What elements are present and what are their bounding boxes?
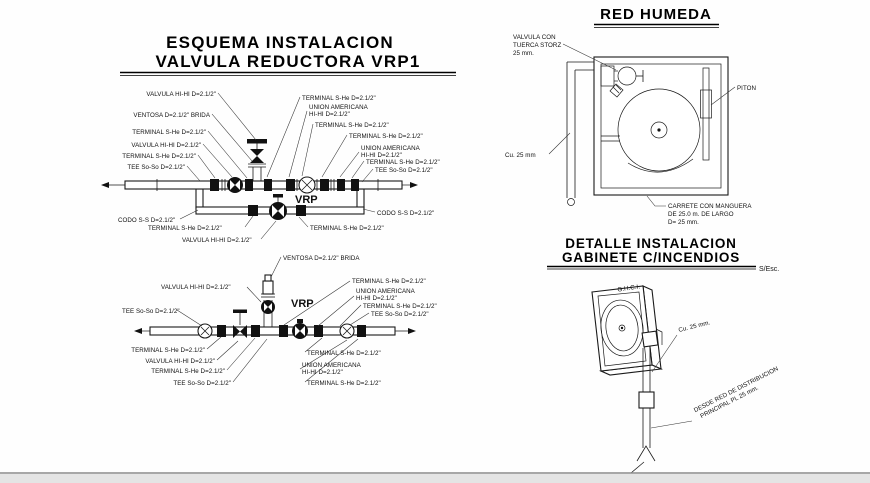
ventosa-stack: [247, 139, 267, 181]
piton-nozzle: [700, 67, 712, 161]
label-union: UNION AMERICANA: [356, 288, 416, 295]
label-terminal: TERMINAL S-He D=2.1/2": [132, 129, 206, 136]
detalle-title-line2: GABINETE C/INCENDIOS: [562, 250, 740, 265]
label-valvula: VALVULA HI-HI D=2.1/2": [182, 237, 252, 244]
label-piton: PITON: [737, 85, 756, 92]
label-terminal: TERMINAL S-He D=2.1/2": [352, 278, 426, 285]
label-tee: TEE So-So D=2.1/2": [122, 308, 180, 315]
label-union: UNION AMERICANA: [302, 362, 362, 369]
label-union2: HI-HI D=2.1/2": [356, 295, 397, 302]
label-union2: HI-HI D=2.1/2": [309, 111, 350, 118]
gate-valve-symbol: [233, 309, 247, 338]
window-bottom-edge: [0, 472, 870, 483]
label-terminal: TERMINAL S-He D=2.1/2": [315, 122, 389, 129]
esquema-title: ESQUEMA INSTALACION VALVULA REDUCTORA VR…: [120, 33, 456, 76]
cabinet-outlet-pipe: [630, 328, 663, 474]
label-valvula-storz3: 25 mm.: [513, 50, 534, 57]
label-terminal: TERMINAL S-He D=2.1/2": [307, 350, 381, 357]
label-terminal: TERMINAL S-He D=2.1/2": [148, 225, 222, 232]
label-valvula-storz2: TUERCA STORZ: [513, 42, 561, 49]
label-cu-25: Cu. 25 mm: [505, 152, 536, 159]
esquema-lower-schematic: VENTOSA D=2.1/2" BRIDA VALVULA HI-HI D=2…: [122, 255, 437, 387]
detalle-leaders: [650, 334, 693, 429]
supply-pipe: [566, 61, 594, 206]
detalle-section: DETALLE INSTALACION GABINETE C/INCENDIOS…: [547, 236, 780, 474]
flow-arrow-left-icon: [134, 328, 142, 334]
label-terminal: TERMINAL S-He D=2.1/2": [122, 153, 196, 160]
label-terminal: TERMINAL S-He D=2.1/2": [349, 133, 423, 140]
label-valvula: VALVULA HI-HI D=2.1/2": [161, 284, 231, 291]
label-codo: CODO S-S D=2.1/2": [377, 210, 434, 217]
ventosa-stack: [261, 274, 275, 327]
label-desde-red: DESDE RED DE DISTRIBUCION PRINCIPAL PL 2…: [693, 365, 780, 420]
hose-reel: [601, 88, 701, 173]
label-terminal: TERMINAL S-He D=2.1/2": [131, 347, 205, 354]
upper-leader-lines: [179, 92, 376, 240]
red-humeda-title: RED HUMEDA: [600, 6, 712, 23]
label-tee: TEE So-So D=2.1/2": [375, 167, 433, 174]
label-terminal: TERMINAL S-He D=2.1/2": [302, 95, 376, 102]
label-carrete: CARRETE CON MANGUERA: [668, 203, 752, 210]
label-valvula: VALVULA HI-HI D=2.1/2": [146, 91, 216, 98]
label-cu-25: Cu. 25 mm.: [678, 319, 711, 334]
label-tee: TEE So-So D=2.1/2": [127, 164, 185, 171]
label-escala: S/Esc.: [759, 266, 779, 273]
label-tee: TEE So-So D=2.1/2": [371, 311, 429, 318]
label-carrete3: D= 25 mm.: [668, 219, 699, 226]
isometric-cabinet: G.H.C.I.: [591, 283, 664, 376]
label-ventosa: VENTOSA D=2.1/2" BRIDA: [133, 112, 210, 119]
esquema-title-line2: VALVULA REDUCTORA VRP1: [155, 52, 420, 71]
label-terminal: TERMINAL S-He D=2.1/2": [366, 159, 440, 166]
esquema-upper-schematic: VALVULA HI-HI D=2.1/2" VENTOSA D=2.1/2" …: [101, 91, 440, 244]
label-desde-line1: DESDE RED DE DISTRIBUCION: [693, 365, 780, 414]
label-vrp: VRP: [295, 194, 318, 206]
flow-arrow-up-icon: [636, 445, 656, 462]
red-humeda-section: RED HUMEDA: [505, 6, 756, 226]
label-union: UNION AMERICANA: [361, 145, 421, 152]
esquema-title-line1: ESQUEMA INSTALACION: [166, 33, 394, 52]
lower-leader-lines: [176, 256, 370, 383]
label-valvula: VALVULA HI-HI D=2.1/2": [145, 358, 215, 365]
bottom-bar: [0, 474, 870, 483]
label-codo: CODO S-S D=2.1/2": [118, 217, 175, 224]
label-terminal: TERMINAL S-He D=2.1/2": [363, 303, 437, 310]
label-tee: TEE So-So D=2.1/2": [173, 380, 231, 387]
label-terminal: TERMINAL S-He D=2.1/2": [151, 368, 225, 375]
flow-arrow-right-icon: [408, 328, 416, 334]
label-ghci: G.H.C.I.: [617, 283, 641, 293]
label-carrete2: DE 25.0 m. DE LARGO: [668, 211, 734, 218]
flow-arrow-right-icon: [410, 182, 418, 188]
label-ventosa: VENTOSA D=2.1/2" BRIDA: [283, 255, 360, 262]
vrp-valve-symbol: [292, 319, 308, 339]
label-vrp: VRP: [291, 298, 314, 310]
detalle-title-line1: DETALLE INSTALACION: [565, 236, 736, 251]
flow-arrow-left-icon: [101, 182, 109, 188]
label-union2: HI-HI D=2.1/2": [302, 369, 343, 376]
label-terminal: TERMINAL S-He D=2.1/2": [310, 225, 384, 232]
label-valvula: VALVULA HI-HI D=2.1/2": [131, 142, 201, 149]
label-union: UNION AMERICANA: [309, 104, 369, 111]
label-union2: HI-HI D=2.1/2": [361, 152, 402, 159]
red-humeda-leaders: [548, 43, 736, 207]
label-valvula-storz: VALVULA CON: [513, 34, 556, 41]
label-terminal: TERMINAL S-He D=2.1/2": [307, 380, 381, 387]
